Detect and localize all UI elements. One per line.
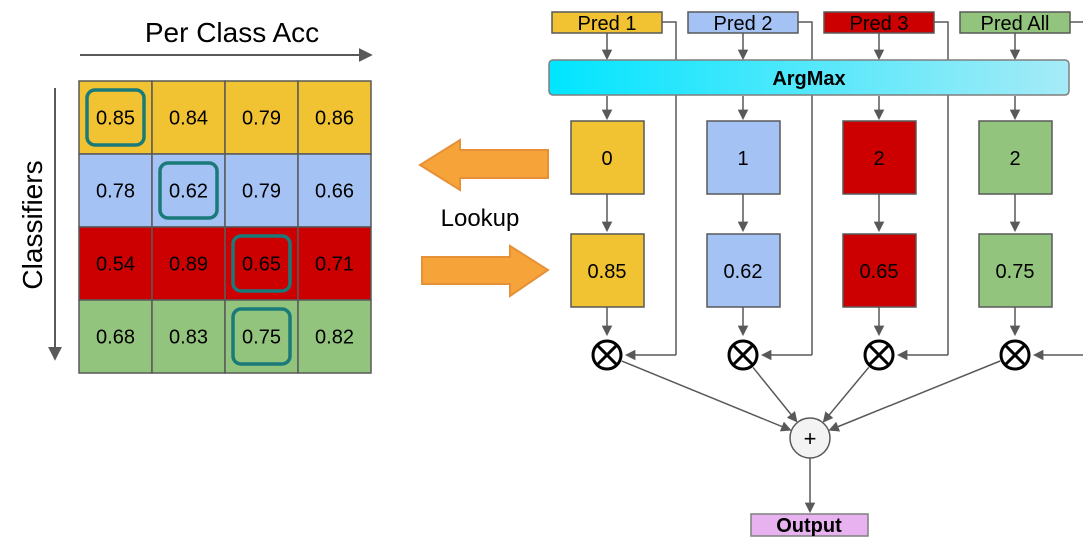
matrix-value: 0.54 xyxy=(96,254,135,276)
matrix-value: 0.86 xyxy=(315,108,354,130)
argmax-result-value: 1 xyxy=(737,148,748,170)
pred-label-box xyxy=(687,11,799,34)
predictor-columns: Pred 1 0 0.85 Pred 2 1 0.62 Pred 3 2 0.65 Pred Al… xyxy=(551,11,1071,371)
matrix-value: 0.83 xyxy=(169,327,208,349)
matrix-cell xyxy=(151,299,226,374)
argmax-result-box xyxy=(570,120,645,195)
matrix-value: 0.71 xyxy=(315,254,354,276)
matrix-cell xyxy=(224,153,299,228)
selected-class-highlight xyxy=(158,161,219,220)
argmax-box xyxy=(548,59,1070,96)
sum-arrow xyxy=(752,366,798,423)
matrix-cell xyxy=(78,226,153,301)
bypass-line xyxy=(662,21,677,355)
sum-arrow xyxy=(822,366,870,423)
bypass-line xyxy=(1070,21,1083,23)
lookup-label: Lookup xyxy=(441,205,520,232)
pred-label: Pred 1 xyxy=(578,13,637,35)
bypass-line xyxy=(934,21,949,355)
matrix-value: 0.65 xyxy=(242,254,281,276)
sum-arrow xyxy=(828,360,1001,432)
matrix-cell xyxy=(151,153,226,228)
matrix-value: 0.68 xyxy=(96,327,135,349)
lookup-result-value: 0.62 xyxy=(724,261,763,283)
lookup-result-box xyxy=(978,233,1053,308)
argmax-result-value: 0 xyxy=(601,148,612,170)
sum-arrow xyxy=(621,360,792,432)
argmax-result-value: 2 xyxy=(1009,148,1020,170)
matrix-cell xyxy=(297,226,372,301)
lookup-left-arrow xyxy=(418,138,549,192)
output-label: Output xyxy=(776,515,842,537)
matrix-cell xyxy=(297,80,372,155)
selected-class-highlight xyxy=(231,307,292,366)
selected-class-highlight xyxy=(231,234,292,293)
pred-label: Pred All xyxy=(981,13,1050,35)
argmax-result-box xyxy=(978,120,1053,195)
matrix-value: 0.66 xyxy=(315,181,354,203)
argmax-result-box xyxy=(706,120,781,195)
matrix-value: 0.84 xyxy=(169,108,208,130)
matrix-value: 0.85 xyxy=(96,108,135,130)
pred-label: Pred 2 xyxy=(714,13,773,35)
selected-class-highlight xyxy=(85,88,146,147)
lookup-result-value: 0.85 xyxy=(588,261,627,283)
plus-symbol: + xyxy=(804,426,817,451)
matrix-value: 0.62 xyxy=(169,181,208,203)
matrix-value: 0.78 xyxy=(96,181,135,203)
matrix-cell xyxy=(78,80,153,155)
lookup-result-value: 0.65 xyxy=(860,261,899,283)
argmax-label: ArgMax xyxy=(772,68,845,90)
per-class-accuracy-matrix: 0.85 0.84 0.79 0.86 0.78 0.62 0.79 0.66 0.54 0.89… xyxy=(78,80,372,374)
pred-label: Pred 3 xyxy=(850,13,909,35)
matrix-value: 0.79 xyxy=(242,181,281,203)
multiply-cross xyxy=(868,344,890,366)
sum-node xyxy=(789,417,831,459)
matrix-value: 0.82 xyxy=(315,327,354,349)
lookup-result-box xyxy=(706,233,781,308)
matrix-value: 0.79 xyxy=(242,108,281,130)
matrix-cell xyxy=(297,299,372,374)
matrix-cell xyxy=(151,226,226,301)
lookup-right-arrow xyxy=(421,244,550,298)
multiply-cross xyxy=(596,344,618,366)
pred-label-box xyxy=(551,11,663,34)
matrix-cell xyxy=(78,299,153,374)
matrix-value: 0.75 xyxy=(242,327,281,349)
multiply-cross xyxy=(1004,344,1026,366)
y-axis-label: Classifiers xyxy=(17,160,48,289)
output-box xyxy=(750,513,869,537)
pred-label-box xyxy=(959,11,1071,34)
pred-label-box xyxy=(823,11,935,34)
matrix-cell xyxy=(224,80,299,155)
matrix-value: 0.89 xyxy=(169,254,208,276)
lookup-result-value: 0.75 xyxy=(996,261,1035,283)
lookup-result-box xyxy=(570,233,645,308)
argmax-result-box xyxy=(842,120,917,195)
matrix-cell xyxy=(297,153,372,228)
argmax-result-value: 2 xyxy=(873,148,884,170)
matrix-title: Per Class Acc xyxy=(145,17,319,48)
multiply-cross xyxy=(732,344,754,366)
lookup-result-box xyxy=(842,233,917,308)
flow-lines xyxy=(601,21,1083,514)
bypass-line xyxy=(798,21,813,355)
